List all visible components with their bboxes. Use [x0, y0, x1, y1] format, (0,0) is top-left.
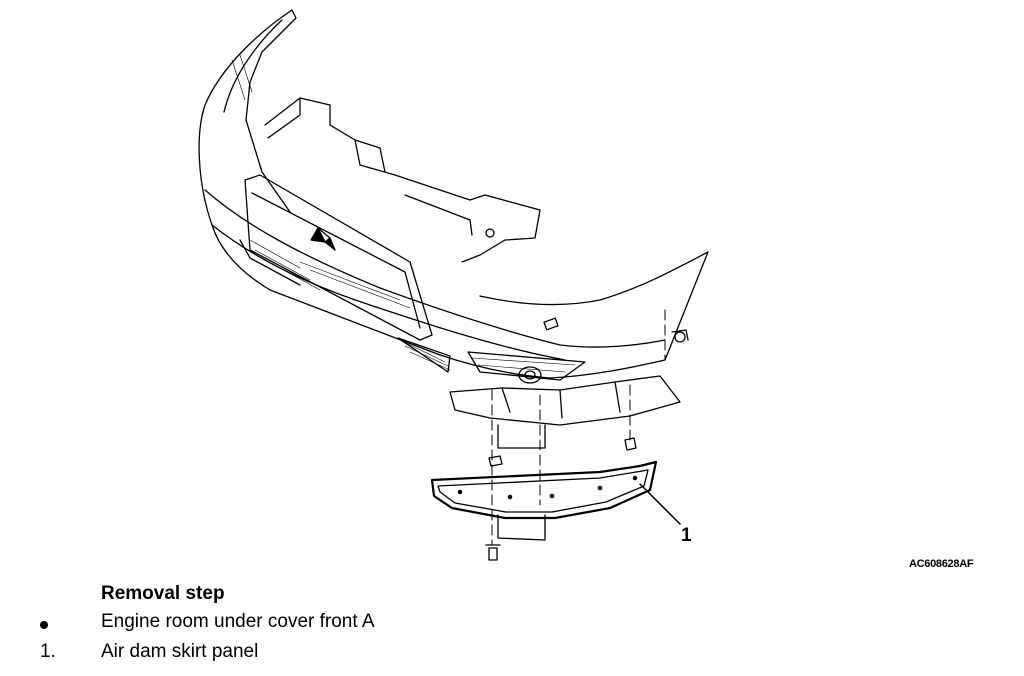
step-text: Air dam skirt panel — [101, 641, 259, 662]
callout-number-1: 1 — [681, 525, 692, 546]
air-dam-skirt-panel — [430, 460, 658, 541]
bumper-lower-flange — [449, 375, 681, 449]
procedure-heading: Removal step — [101, 583, 225, 604]
bullet-icon — [40, 611, 80, 635]
fasteners — [485, 437, 637, 561]
callout-leader — [639, 483, 681, 525]
front-bumper — [198, 9, 709, 384]
figure-code: AC608628AF — [909, 558, 974, 570]
step-text: Engine room under cover front A — [101, 611, 375, 632]
alignment-lines — [491, 309, 666, 546]
step-number: 1. — [40, 641, 56, 662]
grille-mesh — [231, 54, 576, 373]
